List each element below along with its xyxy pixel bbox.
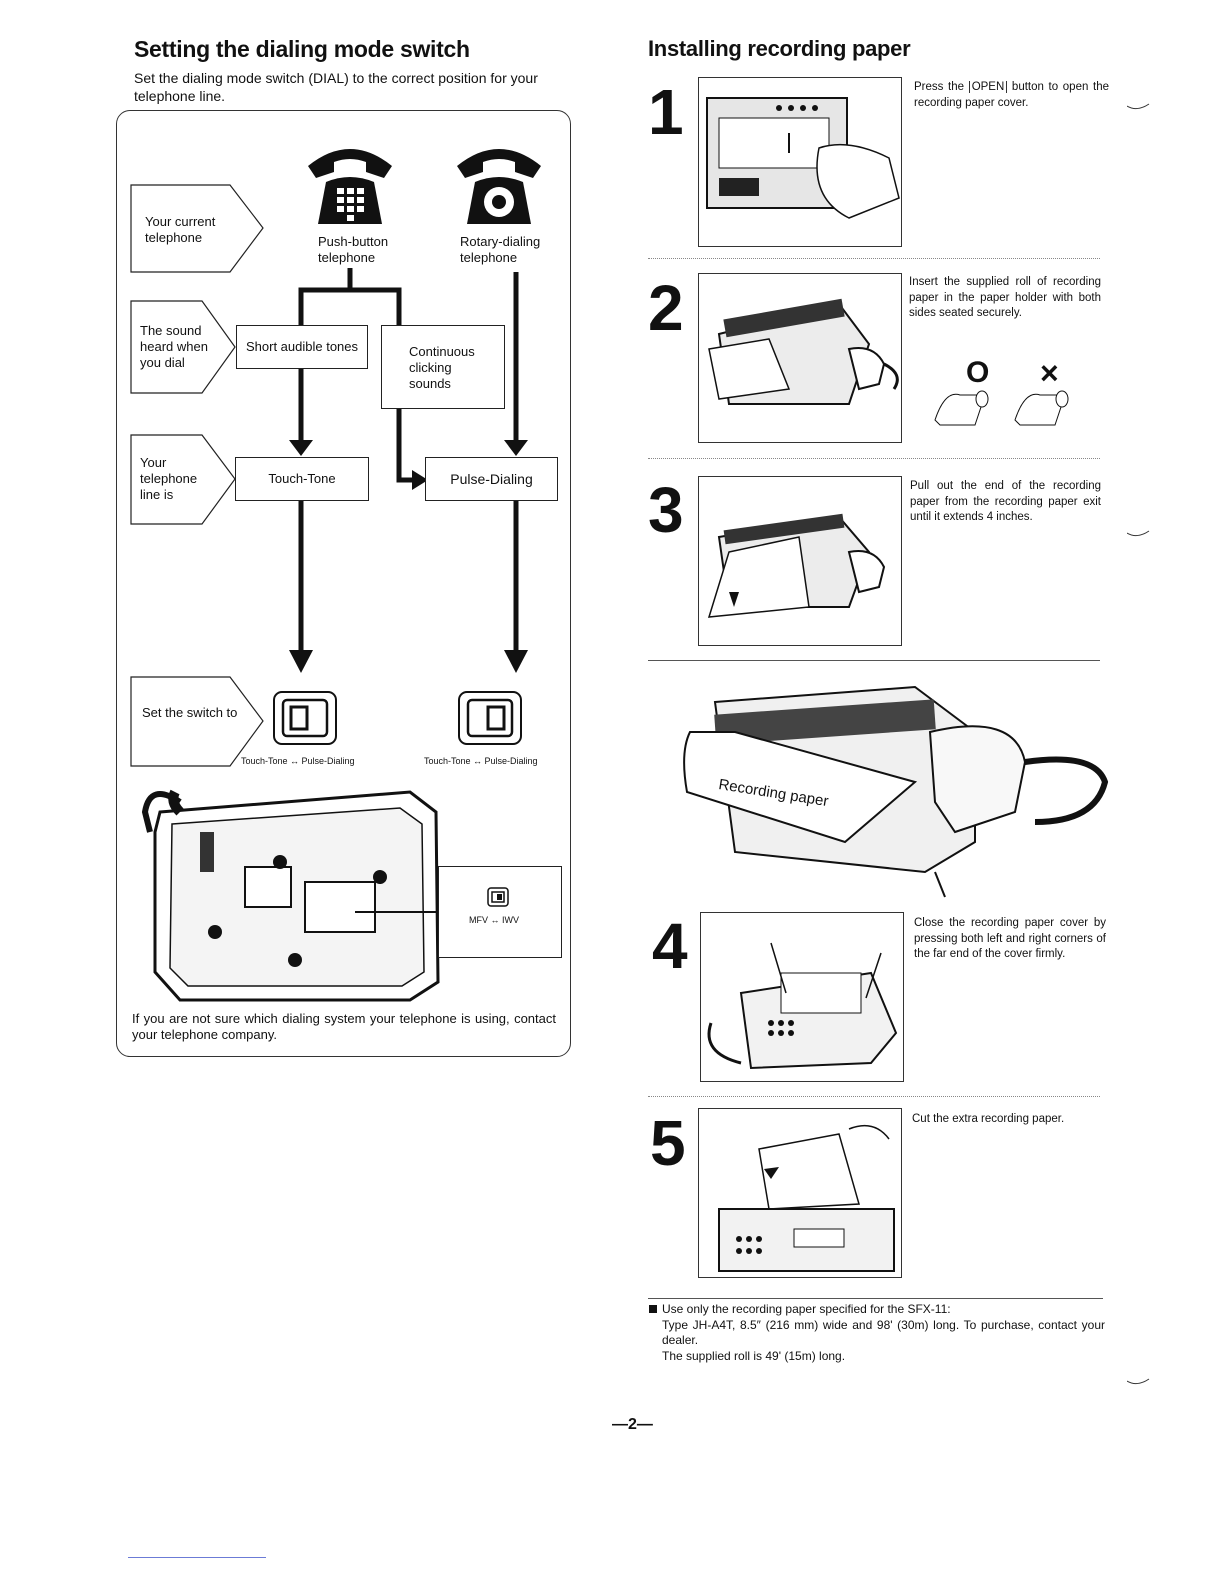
touch-tone-label: Touch-Tone xyxy=(268,471,336,486)
dial-mode-panel xyxy=(116,110,571,1057)
touch-tone-box: Touch-Tone xyxy=(235,457,369,501)
rotary-phone-icon xyxy=(457,149,541,224)
switch-caption-right: Touch-Tone ↔ Pulse-Dialing xyxy=(424,756,538,766)
divider-note xyxy=(648,1298,1103,1299)
row-label-line: Your telephone line is xyxy=(140,455,198,502)
row-label-current-shape xyxy=(130,184,264,273)
step-3-image xyxy=(698,476,902,646)
row-label-line-shape xyxy=(130,434,236,525)
step-3-text: Pull out the end of the recording paper … xyxy=(910,480,1101,523)
step-3-illustration xyxy=(707,513,886,618)
bullet-square-icon xyxy=(649,1305,657,1313)
row-label-set-shape xyxy=(130,676,264,767)
left-intro: Set the dialing mode switch (DIAL) to th… xyxy=(134,70,538,104)
pulse-dialing-box: Pulse-Dialing xyxy=(425,457,558,501)
left-footer-note: If you are not sure which dialing system… xyxy=(132,1011,556,1042)
paper-roll-orientation-icons xyxy=(934,390,1069,426)
page-number: —2— xyxy=(612,1416,653,1433)
recording-paper-illustration xyxy=(683,685,1109,898)
divider-2 xyxy=(648,458,1100,459)
step-1-text-pre: Press the xyxy=(914,81,969,93)
step-2-ng-mark: × xyxy=(1040,355,1059,391)
step-5-number: 5 xyxy=(650,1107,686,1179)
switch-pulse-dialing-icon xyxy=(458,691,522,745)
step-2-number: 2 xyxy=(648,272,684,344)
step-5-text: Cut the extra recording paper. xyxy=(912,1113,1065,1125)
step-5-image xyxy=(698,1108,902,1278)
step-4-illustration xyxy=(707,942,898,1070)
step-2-text: Insert the supplied roll of recording pa… xyxy=(909,276,1101,319)
step-1-text: Press the OPEN button to open the record… xyxy=(914,80,1109,111)
step-1-text-post: button to open the recording paper cover… xyxy=(914,81,1109,109)
divider-1 xyxy=(648,258,1100,259)
row-label-sound-shape xyxy=(130,300,236,394)
open-button-label: OPEN xyxy=(968,81,1008,93)
row-label-sound: The sound heard when you dial xyxy=(140,323,208,370)
paper-note-line3: The supplied roll is 49' (15m) long. xyxy=(662,1349,846,1363)
step-3-number: 3 xyxy=(648,474,684,546)
step-1-number: 1 xyxy=(648,76,684,148)
step-1-image xyxy=(698,77,902,247)
paper-note-line2: Type JH-A4T, 8.5″ (216 mm) wide and 98' … xyxy=(662,1318,1105,1347)
step-4-number: 4 xyxy=(652,910,688,982)
margin-marks xyxy=(1127,103,1150,1385)
continuous-clicking-label: Continuous clicking sounds xyxy=(409,344,475,391)
row-label-current: Your current telephone xyxy=(145,214,216,245)
pulse-dialing-label: Pulse-Dialing xyxy=(450,471,533,487)
short-tones-box: Short audible tones xyxy=(236,325,368,369)
right-section-title: Installing recording paper xyxy=(648,36,911,61)
push-button-phone-icon xyxy=(308,149,392,224)
row-label-set: Set the switch to xyxy=(142,705,238,720)
switch-touch-tone-icon xyxy=(273,691,337,745)
switch-callout-box: MFV ↔ IWV xyxy=(438,866,562,958)
push-button-phone-label: Push-button telephone xyxy=(318,234,389,265)
step-5-illustration xyxy=(718,1124,895,1272)
divider-3 xyxy=(648,660,1100,661)
switch-caption-left: Touch-Tone ↔ Pulse-Dialing xyxy=(241,756,355,766)
callout-label: MFV ↔ IWV xyxy=(469,915,519,925)
rotary-phone-label: Rotary-dialing telephone xyxy=(460,234,541,265)
step-4-image xyxy=(700,912,904,1082)
step-2-illustration xyxy=(708,298,899,405)
scan-line-artifact xyxy=(128,1557,266,1558)
step-2-image xyxy=(698,273,902,443)
flow-lines xyxy=(289,268,528,673)
step-2-ok-mark: O xyxy=(966,356,990,389)
left-section-title: Setting the dialing mode switch xyxy=(134,36,470,62)
fax-underside-illustration xyxy=(141,789,440,1002)
step-4-text: Close the recording paper cover by press… xyxy=(914,917,1106,960)
paper-note-line1-text: Use only the recording paper specified f… xyxy=(662,1302,951,1316)
divider-4 xyxy=(648,1096,1100,1097)
callout-switch-icon xyxy=(487,887,509,907)
short-tones-label: Short audible tones xyxy=(245,339,359,354)
paper-note-line1: Use only the recording paper specified f… xyxy=(649,1302,1104,1317)
continuous-clicking-box: Continuous clicking sounds xyxy=(381,325,505,409)
step-1-illustration xyxy=(706,97,900,219)
